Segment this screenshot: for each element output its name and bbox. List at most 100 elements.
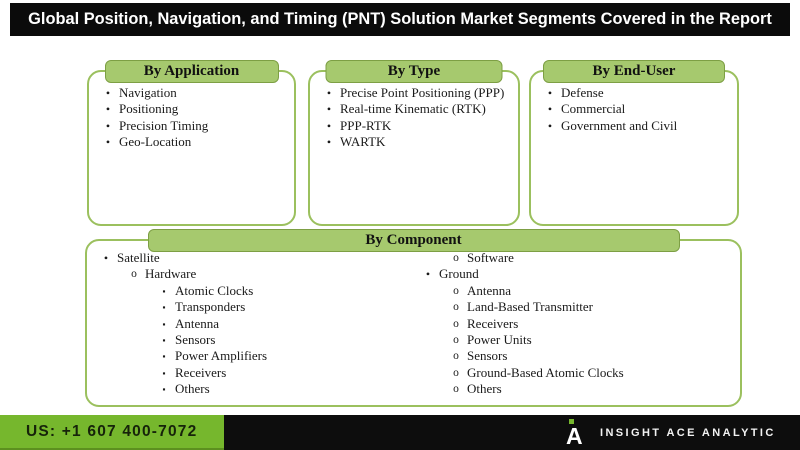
component-left-column: • Satellite o Hardware ▪ Atomic Clocks ▪ Transp…: [87, 250, 409, 398]
footer-bar: US: +1 607 400-7072 A INSIGHT ACE ANALYT…: [0, 415, 800, 450]
list-item: • Satellite: [87, 250, 403, 266]
list-item: o Land-Based Transmitter: [409, 299, 734, 315]
bullet-icon: ▪: [162, 335, 166, 346]
list-item-label: Antenna: [467, 282, 512, 298]
bullet-icon: o: [131, 268, 137, 281]
segment-box-by-application: By Application •Navigation•Positioning•P…: [87, 60, 296, 226]
list-item: ▪ Sensors: [87, 332, 403, 348]
brand-name: INSIGHT ACE ANALYTIC: [600, 426, 776, 439]
bullet-icon: ▪: [162, 351, 166, 362]
segment-header-by-application: By Application: [104, 60, 279, 83]
list-item-label: Receivers: [467, 315, 519, 331]
list-item: • WARTK: [310, 134, 512, 150]
list-item-label: Transponders: [175, 299, 246, 315]
list-item: o Power Units: [409, 332, 734, 348]
bullet-icon: o: [453, 252, 459, 264]
bullet-icon: o: [453, 383, 459, 396]
segment-box-by-type: By Type • Precise Point Positioning (PPP)…: [308, 60, 520, 226]
bullet-icon: o: [453, 334, 459, 347]
segment-header-by-type: By Type: [325, 60, 503, 83]
page-title: Global Position, Navigation, and Timing …: [28, 10, 772, 28]
end-user-list: • Defense• Commercial•Government and Civil: [531, 72, 737, 134]
list-item-label: Power Amplifiers: [175, 348, 268, 364]
bullet-icon: o: [453, 301, 459, 314]
list-item-label: Sensors: [175, 332, 216, 348]
bullet-icon: •: [326, 118, 332, 133]
list-item-label: WARTK: [340, 134, 386, 150]
list-item: •Precision Timing: [89, 118, 288, 134]
bullet-icon: •: [105, 135, 111, 150]
list-item-label: Atomic Clocks: [175, 282, 254, 298]
list-item: • Defense: [531, 85, 731, 101]
list-item-label: Hardware: [145, 266, 197, 282]
list-item-label: Ground-Based Atomic Clocks: [467, 364, 624, 380]
list-item: o Hardware: [87, 266, 403, 282]
title-bar: Global Position, Navigation, and Timing …: [10, 3, 790, 36]
brand-name-wrap: INSIGHT ACE ANALYTIC: [600, 415, 776, 450]
bullet-icon: •: [105, 118, 111, 133]
list-item-label: Defense: [561, 85, 604, 100]
bullet-icon: ▪: [162, 367, 166, 378]
logo-dot-icon: [569, 419, 574, 424]
segment-box-by-end-user: By End-User •Defense•Commercial•Governme…: [529, 60, 739, 226]
list-item-label: Positioning: [119, 101, 179, 117]
list-item-label: Sensors: [467, 348, 508, 364]
list-item-label: Geo-Location: [119, 134, 192, 150]
list-item-label: Power Units: [467, 332, 532, 348]
application-list: •Navigation•Positioning•Precision Timing…: [89, 72, 294, 151]
bullet-icon: o: [453, 350, 459, 363]
bullet-icon: •: [326, 135, 332, 150]
list-item-label: Software: [467, 250, 514, 265]
list-item: o Others: [409, 381, 734, 397]
list-item-label: Receivers: [175, 364, 227, 380]
list-item-label: Commercial: [561, 101, 626, 117]
list-item: o Sensors: [409, 348, 734, 364]
list-item-label: Real-time Kinematic (RTK): [340, 101, 486, 117]
logo-letter-a: A: [566, 423, 583, 449]
list-item: •Government and Civil: [531, 118, 731, 134]
list-item: o Software: [409, 250, 734, 266]
list-item: ▪ Transponders: [87, 299, 403, 315]
list-item: ▪ Receivers: [87, 365, 403, 381]
component-left-list: • Satellite o Hardware ▪ Atomic Clocks ▪ Transp…: [87, 250, 409, 398]
list-item: ▪ Atomic Clocks: [87, 283, 403, 299]
list-item-label: Government and Civil: [561, 117, 678, 133]
bullet-icon: ▪: [162, 285, 166, 296]
insight-ace-logo-icon: A: [566, 418, 592, 449]
list-item: •Ground: [409, 266, 734, 282]
list-item: •Navigation: [89, 85, 288, 101]
bullet-icon: •: [326, 86, 332, 100]
list-item-label: Land-Based Transmitter: [467, 299, 594, 315]
list-item: o Ground-Based Atomic Clocks: [409, 365, 734, 381]
bullet-icon: •: [547, 86, 553, 100]
list-item: o Antenna: [409, 283, 734, 299]
list-item-label: PPP-RTK: [340, 117, 392, 133]
bullet-icon: ▪: [162, 302, 166, 313]
footer-phone-panel: US: +1 607 400-7072: [0, 415, 224, 450]
bullet-icon: •: [103, 251, 109, 265]
bullet-icon: o: [453, 317, 459, 330]
list-item-label: Ground: [439, 266, 479, 282]
list-item: ▪ Antenna: [87, 316, 403, 332]
list-item: • Geo-Location: [89, 134, 288, 150]
bullet-icon: ▪: [162, 318, 166, 329]
footer-brand-panel: [224, 415, 800, 450]
list-item-label: Precise Point Positioning (PPP): [340, 85, 505, 100]
list-item-label: Others: [467, 381, 502, 397]
segment-header-by-component: By Component: [147, 229, 680, 252]
bullet-icon: o: [453, 366, 459, 379]
list-item-label: Navigation: [119, 85, 177, 100]
bullet-icon: •: [105, 102, 111, 117]
bullet-icon: ▪: [162, 384, 166, 395]
list-item-label: Others: [175, 381, 210, 397]
list-item-label: Satellite: [117, 250, 160, 265]
bullet-icon: o: [453, 284, 459, 297]
list-item: ▪ Others: [87, 381, 403, 397]
phone-number: US: +1 607 400-7072: [26, 422, 198, 440]
list-item-label: Antenna: [175, 315, 220, 331]
